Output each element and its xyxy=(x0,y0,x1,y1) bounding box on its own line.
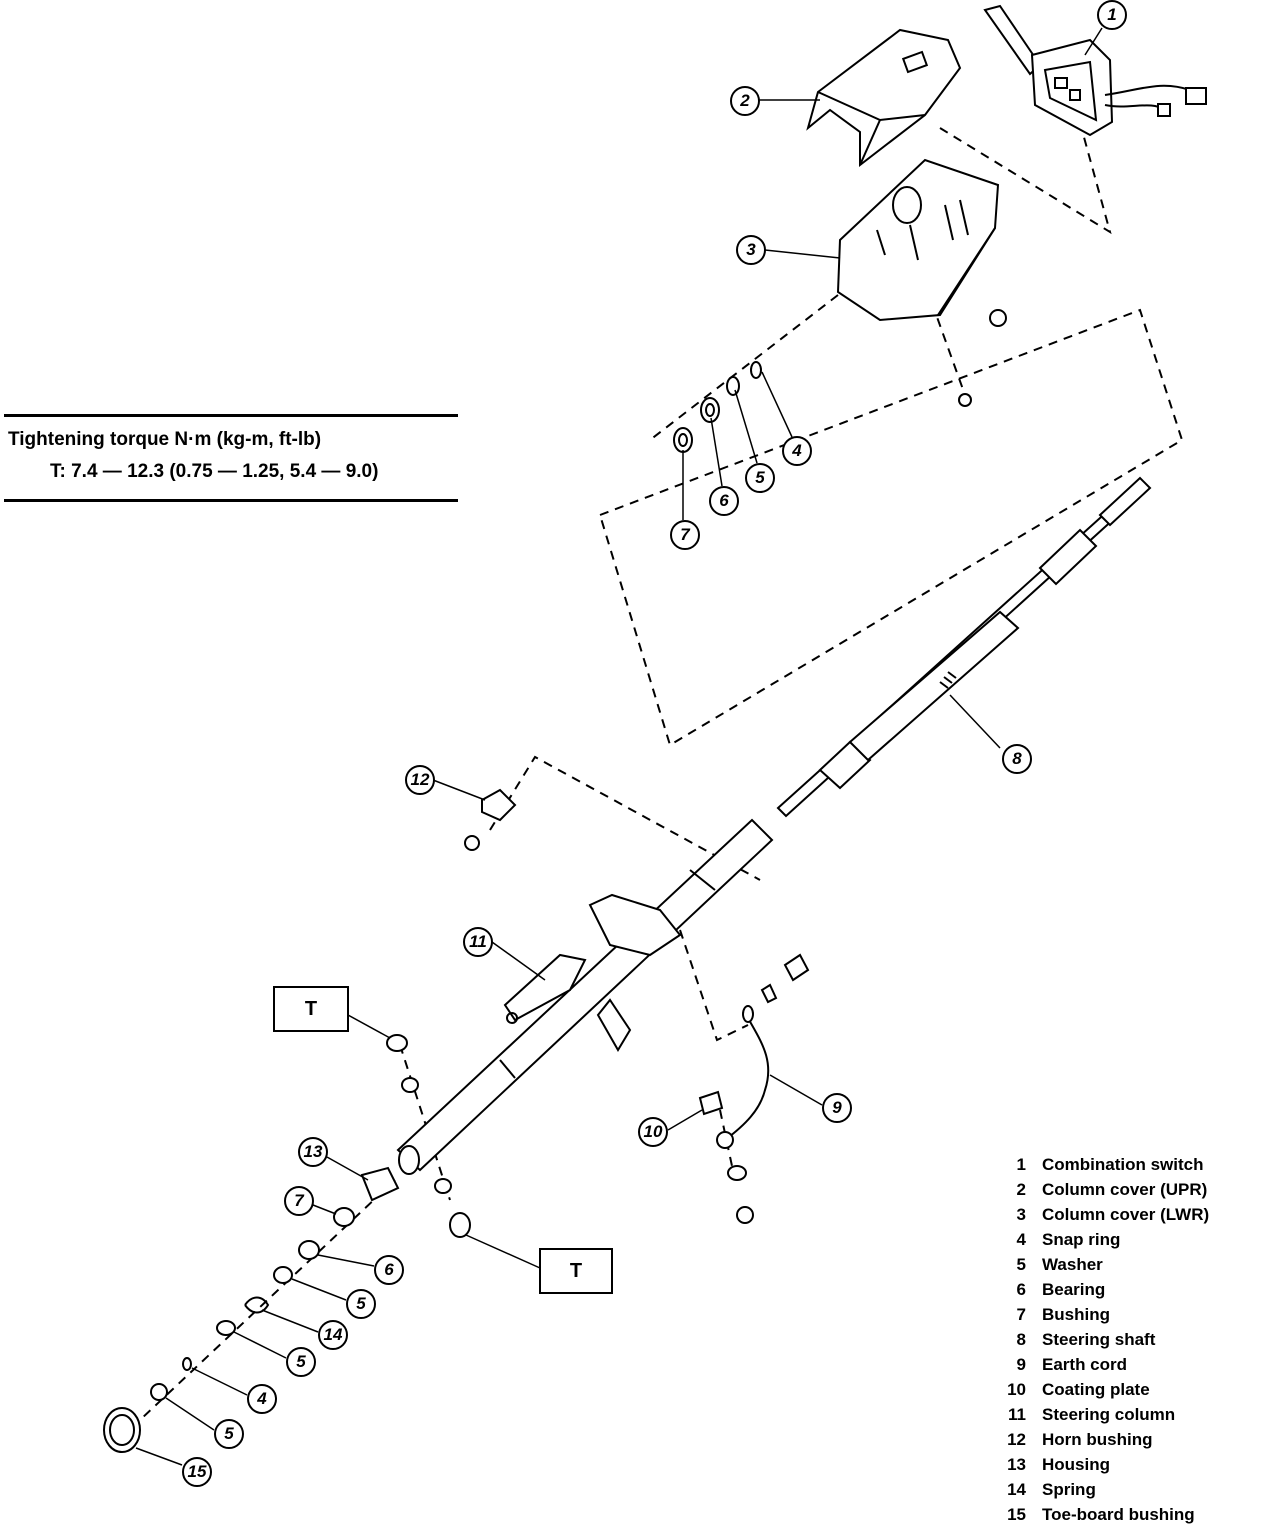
callout-7-lower: 7 xyxy=(284,1186,314,1216)
legend-name: Combination switch xyxy=(1042,1155,1204,1174)
torque-spec-box: Tightening torque N·m (kg-m, ft-lb) T: 7… xyxy=(4,414,458,502)
coating-plate xyxy=(698,1090,724,1116)
legend-name: Earth cord xyxy=(1042,1355,1128,1374)
callout-5-lower-b: 5 xyxy=(286,1347,316,1377)
legend-name: Column cover (LWR) xyxy=(1042,1205,1210,1224)
upper-ring-group xyxy=(673,361,762,453)
horn-bushing xyxy=(464,788,517,851)
callout-4-upper: 4 xyxy=(782,436,812,466)
callout-3: 3 xyxy=(736,235,766,265)
legend-number: 6 xyxy=(1016,1280,1026,1299)
callout-6-upper: 6 xyxy=(709,486,739,516)
earth-cord xyxy=(716,953,810,1224)
legend-name: Horn bushing xyxy=(1042,1430,1153,1449)
column-cover-upr xyxy=(806,28,962,168)
torque-marker-lower: T xyxy=(539,1248,613,1294)
legend-number: 10 xyxy=(1007,1380,1026,1399)
callout-1: 1 xyxy=(1097,0,1127,30)
callout-13: 13 xyxy=(298,1137,328,1167)
callout-15: 15 xyxy=(182,1457,212,1487)
legend-number: 9 xyxy=(1016,1355,1026,1374)
legend-name: Steering shaft xyxy=(1042,1330,1156,1349)
callout-14: 14 xyxy=(318,1320,348,1350)
callout-8: 8 xyxy=(1002,744,1032,774)
legend-number: 3 xyxy=(1016,1205,1026,1224)
legend-name: Coating plate xyxy=(1042,1380,1150,1399)
leader-lines xyxy=(135,27,1103,1466)
combination-switch xyxy=(983,4,1207,137)
callout-12: 12 xyxy=(405,765,435,795)
legend-number: 11 xyxy=(1008,1405,1026,1424)
legend-name: Column cover (UPR) xyxy=(1042,1180,1208,1199)
legend-name: Snap ring xyxy=(1042,1230,1121,1249)
legend-number: 12 xyxy=(1007,1430,1026,1449)
steering-column xyxy=(396,818,774,1175)
steering-shaft xyxy=(776,476,1152,818)
legend-number: 8 xyxy=(1016,1330,1026,1349)
callout-10: 10 xyxy=(638,1117,668,1147)
callout-2: 2 xyxy=(730,86,760,116)
legend-number: 13 xyxy=(1007,1455,1026,1474)
column-cover-lwr xyxy=(836,158,1007,407)
legend-name: Bearing xyxy=(1042,1280,1106,1299)
callout-6-lower: 6 xyxy=(374,1255,404,1285)
legend-name: Bushing xyxy=(1042,1305,1110,1324)
callout-7-upper: 7 xyxy=(670,520,700,550)
legend-name: Steering column xyxy=(1042,1405,1176,1424)
legend-name: Washer xyxy=(1042,1255,1103,1274)
callout-9: 9 xyxy=(822,1093,852,1123)
callout-11: 11 xyxy=(463,927,493,957)
callout-5-lower-c: 5 xyxy=(214,1419,244,1449)
callout-5-lower-a: 5 xyxy=(346,1289,376,1319)
legend-number: 2 xyxy=(1016,1180,1026,1199)
legend-number: 15 xyxy=(1007,1505,1026,1524)
legend-number: 14 xyxy=(1007,1480,1026,1499)
torque-value: T: 7.4 — 12.3 (0.75 — 1.25, 5.4 — 9.0) xyxy=(50,461,379,482)
legend-number: 1 xyxy=(1016,1155,1026,1174)
assembly-guide-lines xyxy=(139,127,1184,1421)
torque-marker-upper: T xyxy=(273,986,349,1032)
callout-5-upper: 5 xyxy=(745,463,775,493)
torque-title: Tightening torque N·m (kg-m, ft-lb) xyxy=(8,429,322,450)
legend-name: Housing xyxy=(1042,1455,1110,1474)
legend-number: 7 xyxy=(1016,1305,1026,1324)
callout-4-lower: 4 xyxy=(247,1384,277,1414)
legend-number: 4 xyxy=(1016,1230,1026,1249)
torque-bolts xyxy=(386,1034,471,1238)
lower-ring-group xyxy=(103,1166,400,1453)
legend-number: 5 xyxy=(1016,1255,1026,1274)
legend-name: Spring xyxy=(1042,1480,1096,1499)
legend-name: Toe-board bushing xyxy=(1042,1505,1195,1524)
